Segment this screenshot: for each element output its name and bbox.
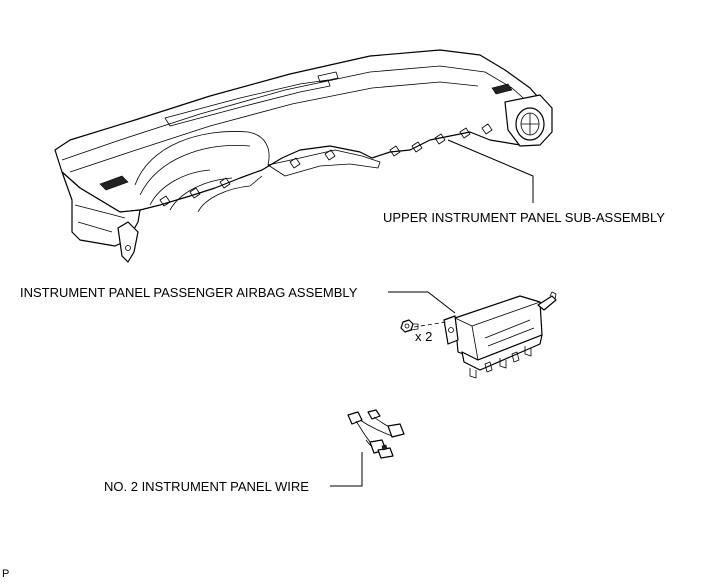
instrument-panel-wire-drawing	[347, 409, 405, 459]
wire-label: NO. 2 INSTRUMENT PANEL WIRE	[104, 479, 309, 494]
wire-leader-line	[330, 452, 363, 487]
bolt-quantity-label: x 2	[415, 329, 432, 344]
upper-instrument-panel-drawing	[54, 49, 553, 263]
upper-panel-leader-line	[447, 139, 534, 203]
passenger-airbag-drawing	[443, 291, 557, 379]
corner-mark: P	[2, 568, 9, 580]
airbag-leader-line	[388, 291, 456, 314]
upper-panel-label: UPPER INSTRUMENT PANEL SUB-ASSEMBLY	[383, 210, 665, 225]
airbag-label: INSTRUMENT PANEL PASSENGER AIRBAG ASSEMB…	[20, 285, 358, 300]
bolt-alignment-line	[413, 321, 447, 328]
bolt-icon	[400, 319, 419, 333]
